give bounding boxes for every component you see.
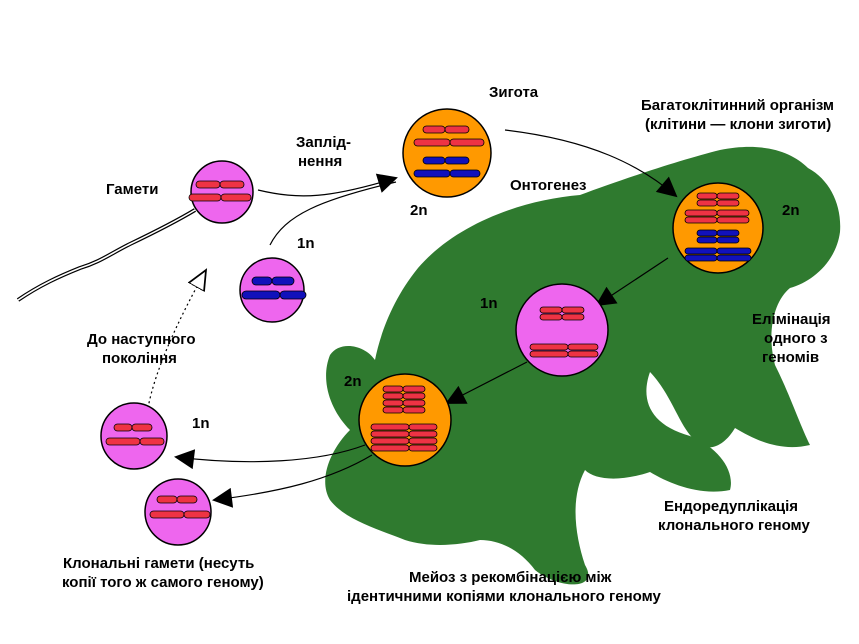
- label-elimination-2: одного з: [764, 330, 828, 347]
- label-multicellular-2: (клітини — клони зиготи): [645, 116, 831, 133]
- arrow-meiosis-gamete-1: [174, 444, 366, 470]
- label-meiosis-2: ідентичними копіями клонального геному: [347, 588, 662, 605]
- cell-after-endoreduplication: [358, 373, 452, 467]
- label-ploidy-clonal-gamete: 1n: [192, 415, 210, 432]
- label-meiosis-1: Мейоз з рекомбінацією між: [409, 569, 612, 586]
- label-next-generation-1: До наступного: [87, 331, 196, 348]
- cell-sperm-gamete: [188, 160, 254, 224]
- cell-egg-gamete: [239, 257, 307, 323]
- label-clonal-gametes-2: копії того ж самого геному): [62, 574, 264, 591]
- sperm-tail: [16, 208, 197, 302]
- cell-clonal-gamete-1: [100, 402, 168, 470]
- label-elimination-3: геномів: [762, 349, 819, 366]
- arrow-endoreduplication: [445, 361, 528, 404]
- label-ploidy-endoreduplicated: 2n: [344, 373, 362, 390]
- arrow-meiosis-gamete-2: [212, 454, 373, 508]
- label-elimination-1: Елімінація: [752, 311, 831, 328]
- label-gametes: Гамети: [106, 181, 158, 198]
- cell-somatic-diploid: [672, 182, 764, 274]
- label-ploidy-egg: 1n: [297, 235, 315, 252]
- cell-zygote: [402, 108, 492, 198]
- label-ploidy-zygote: 2n: [410, 202, 428, 219]
- label-clonal-gametes-1: Клональні гамети (несуть: [63, 555, 254, 572]
- arrow-next-generation: [147, 270, 206, 409]
- cell-after-elimination: [515, 283, 609, 377]
- label-ploidy-somatic: 2n: [782, 202, 800, 219]
- arrow-zygote-to-organism: [504, 129, 678, 198]
- label-ontogenesis: Онтогенез: [510, 177, 587, 194]
- arrow-gamete-to-zygote: [257, 173, 398, 197]
- label-next-generation-2: покоління: [102, 350, 177, 367]
- label-multicellular-1: Багатоклітинний організм: [641, 97, 834, 114]
- label-fertilization-1: Заплід-: [296, 134, 351, 151]
- arrow-egg-to-zygote: [269, 181, 397, 246]
- label-zygote: Зигота: [489, 84, 539, 101]
- cell-clonal-gamete-2: [144, 478, 212, 546]
- label-ploidy-eliminated: 1n: [480, 295, 498, 312]
- label-endoreduplication-1: Ендоредуплікація: [664, 498, 798, 515]
- arrow-elimination: [595, 257, 669, 307]
- label-endoreduplication-2: клонального геному: [658, 517, 810, 534]
- label-fertilization-2: нення: [298, 153, 342, 170]
